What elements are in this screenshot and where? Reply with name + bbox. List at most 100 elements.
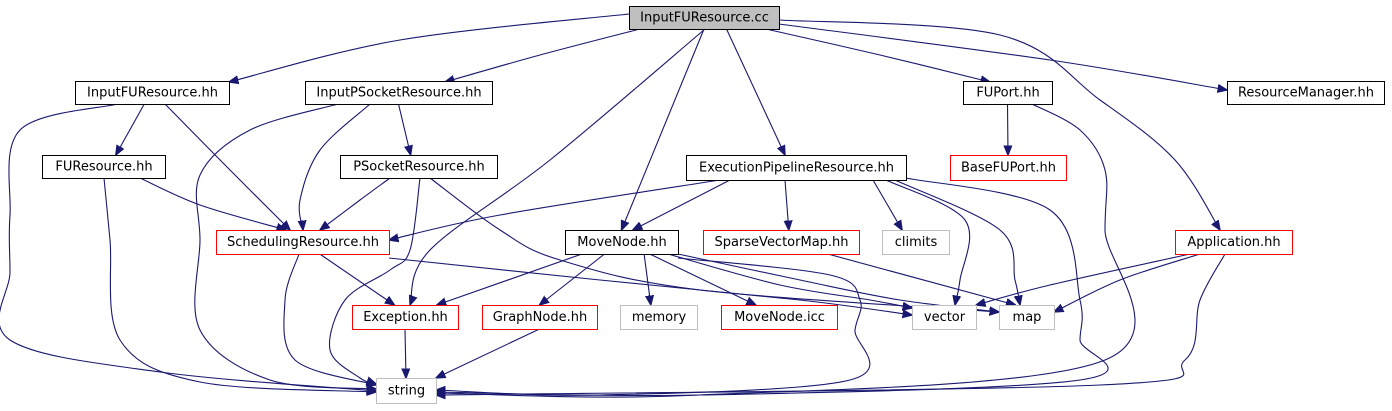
edge-execution_pipeline_resource_hh-to-vector [885, 179, 971, 305]
node-label: memory [632, 310, 687, 325]
node-box [352, 305, 459, 330]
node-box [1175, 230, 1293, 255]
edge-execution_pipeline_resource_hh-to-sparse_vector_map_hh [785, 179, 789, 230]
node-label: FUPort.hh [976, 86, 1039, 101]
node-label: map [1013, 310, 1042, 325]
edge-graphnode_hh-to-string [436, 328, 540, 378]
edge-input_fu_resource_cc-to-execution_pipeline_resource_hh [726, 28, 786, 155]
node-label: ExecutionPipelineResource.hh [699, 161, 894, 176]
node-box [950, 155, 1067, 181]
edge-fuport_hh-to-string [436, 103, 1136, 397]
edge-execution_pipeline_resource_hh-to-map [894, 179, 1020, 305]
node-input-fu-resource-hh[interactable]: InputFUResource.hh [75, 81, 230, 105]
node-label: SchedulingResource.hh [227, 235, 379, 250]
edge-psocket_resource_hh-to-scheduling_resource_hh [320, 177, 391, 230]
edge-movenode_hh-to-memory [643, 253, 651, 305]
node-box [216, 230, 390, 255]
edge-movenode_hh-to-graphnode_hh [540, 253, 605, 305]
edge-input_fu_resource_cc-to-input_psocket_resource_hh [445, 28, 641, 82]
edge-execution_pipeline_resource_hh-to-movenode_hh [633, 179, 731, 230]
node-label: GraphNode.hh [493, 310, 587, 325]
node-label: InputFUResource.hh [87, 86, 218, 101]
node-memory: memory [620, 305, 698, 330]
edge-scheduling_resource_hh-to-vector [388, 257, 912, 315]
node-sparse-vector-map-hh[interactable]: SparseVectorMap.hh [703, 230, 860, 255]
node-box [882, 230, 950, 255]
edge-input_psocket_resource_hh-to-psocket_resource_hh [397, 103, 411, 155]
edge-input_psocket_resource_hh-to-string [194, 103, 376, 389]
edge-application_hh-to-string [436, 253, 1226, 395]
node-box [686, 155, 907, 181]
node-application-hh[interactable]: Application.hh [1175, 230, 1293, 255]
edge-input_fu_resource_cc-to-resource_manager_hh [778, 23, 1227, 90]
node-base-fuport-hh[interactable]: BaseFUPort.hh [950, 155, 1067, 181]
node-box [305, 81, 493, 105]
edge-execution_pipeline_resource_hh-to-climits [872, 179, 902, 230]
node-label: Application.hh [1187, 235, 1280, 250]
edge-application_hh-to-vector [976, 253, 1191, 305]
node-label: SparseVectorMap.hh [714, 235, 848, 250]
node-box [629, 6, 780, 30]
node-vector: vector [912, 305, 977, 330]
node-label: Exception.hh [363, 310, 448, 325]
edge-movenode_hh-to-vector [667, 253, 912, 308]
node-label: PSocketResource.hh [353, 160, 485, 175]
node-psocket-resource-hh[interactable]: PSocketResource.hh [340, 155, 498, 179]
node-box [703, 230, 860, 255]
node-box [340, 155, 498, 179]
edge-input_fu_resource_cc-to-application_hh [778, 19, 1220, 230]
node-box [999, 305, 1055, 330]
edge-furesource_hh-to-string [103, 177, 376, 392]
edge-input_fu_resource_cc-to-exception_hh [410, 28, 706, 305]
edge-fuport_hh-to-base_fuport_hh [1008, 103, 1009, 155]
node-box [912, 305, 977, 330]
edge-execution_pipeline_resource_hh-to-scheduling_resource_hh [389, 179, 721, 240]
edge-movenode_hh-to-movenode_icc [649, 253, 756, 305]
edge-execution_pipeline_resource_hh-to-string [436, 177, 1109, 396]
edge-input_fu_resource_cc-to-movenode_hh [622, 28, 705, 230]
node-movenode-icc[interactable]: MoveNode.icc [721, 305, 838, 330]
node-execution-pipeline-resource-hh[interactable]: ExecutionPipelineResource.hh [686, 155, 907, 181]
node-label: MoveNode.hh [577, 235, 666, 250]
node-furesource-hh[interactable]: FUResource.hh [42, 155, 166, 179]
edge-psocket_resource_hh-to-string [328, 177, 421, 384]
node-label: climits [895, 235, 938, 250]
edge-input_fu_resource_hh-to-scheduling_resource_hh [164, 103, 290, 230]
node-label: MoveNode.icc [734, 310, 825, 325]
node-label: string [388, 384, 425, 399]
edge-scheduling_resource_hh-to-string [283, 253, 376, 385]
node-box [620, 305, 698, 330]
edge-movenode_hh-to-string [436, 257, 871, 396]
node-box [721, 305, 838, 330]
edge-furesource_hh-to-scheduling_resource_hh [139, 177, 286, 230]
node-string: string [376, 378, 437, 404]
node-climits: climits [882, 230, 950, 255]
node-fuport-hh[interactable]: FUPort.hh [963, 81, 1053, 105]
node-label: InputPSocketResource.hh [316, 86, 481, 101]
node-label: InputFUResource.cc [640, 11, 769, 26]
edge-layer [0, 13, 1227, 397]
node-box [42, 155, 166, 179]
node-movenode-hh[interactable]: MoveNode.hh [565, 230, 679, 255]
edge-movenode_hh-to-exception_hh [437, 253, 583, 305]
node-box [1227, 81, 1385, 105]
node-box [963, 81, 1053, 105]
node-label: BaseFUPort.hh [961, 161, 1056, 176]
node-graphnode-hh[interactable]: GraphNode.hh [482, 305, 598, 330]
node-resource-manager-hh[interactable]: ResourceManager.hh [1227, 81, 1385, 105]
edge-input_fu_resource_hh-to-furesource_hh [116, 103, 145, 155]
edge-scheduling_resource_hh-to-exception_hh [319, 253, 395, 305]
node-box [482, 305, 598, 330]
node-box [565, 230, 679, 255]
node-input-fu-resource-cc[interactable]: InputFUResource.cc [629, 6, 780, 30]
edge-input_fu_resource_cc-to-input_fu_resource_hh [229, 13, 630, 82]
node-label: vector [924, 310, 966, 325]
edge-psocket_resource_hh-to-map [429, 177, 999, 312]
edge-exception_hh-to-string [405, 328, 406, 378]
node-scheduling-resource-hh[interactable]: SchedulingResource.hh [216, 230, 390, 255]
node-exception-hh[interactable]: Exception.hh [352, 305, 459, 330]
edge-application_hh-to-map [1054, 253, 1201, 312]
node-map: map [999, 305, 1055, 330]
node-input-psocket-resource-hh[interactable]: InputPSocketResource.hh [305, 81, 493, 105]
